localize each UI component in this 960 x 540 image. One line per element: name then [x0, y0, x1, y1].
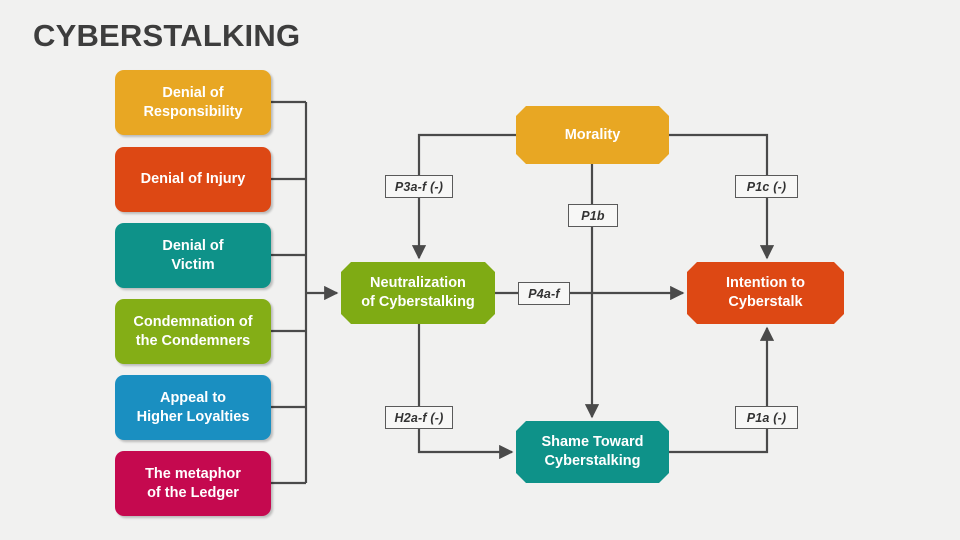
edge-label-p4a-f: P4a-f: [518, 282, 570, 305]
node-neutralization-of-cyberstalking[interactable]: Neutralization of Cyberstalking: [341, 262, 495, 324]
wire-neutralization-to-shame: [417, 324, 514, 460]
page-title: CYBERSTALKING: [33, 18, 301, 53]
node-metaphor-of-the-ledger[interactable]: The metaphor of the Ledger: [115, 451, 271, 516]
node-denial-responsibility[interactable]: Denial of Responsibility: [115, 70, 271, 135]
node-morality[interactable]: Morality: [516, 106, 669, 164]
edge-label-p1a: P1a (-): [735, 406, 798, 429]
node-shame-toward-cyberstalking[interactable]: Shame Toward Cyberstalking: [516, 421, 669, 483]
node-appeal-to-higher-loyalties[interactable]: Appeal to Higher Loyalties: [115, 375, 271, 440]
wire-morality-to-neutralization: [411, 133, 516, 260]
wire-morality-to-intention: [669, 133, 775, 260]
edge-label-h2a-f: H2a-f (-): [385, 406, 453, 429]
edge-label-p1c: P1c (-): [735, 175, 798, 198]
edge-label-p3a-f: P3a-f (-): [385, 175, 453, 198]
edge-label-p1b: P1b: [568, 204, 618, 227]
node-denial-injury[interactable]: Denial of Injury: [115, 147, 271, 212]
node-condemnation-of-condemners[interactable]: Condemnation of the Condemners: [115, 299, 271, 364]
node-denial-victim[interactable]: Denial of Victim: [115, 223, 271, 288]
node-intention-to-cyberstalk[interactable]: Intention to Cyberstalk: [687, 262, 844, 324]
wire-shame-to-intention: [669, 326, 775, 454]
